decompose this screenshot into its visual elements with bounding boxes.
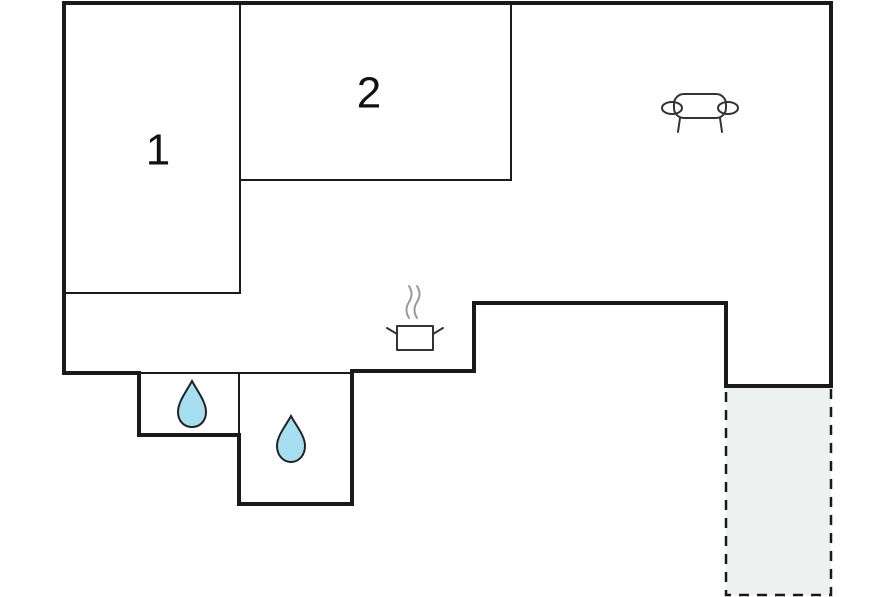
terrace-area — [724, 384, 833, 597]
cooking-pot-icon — [386, 285, 444, 351]
room-label-2: 2 — [357, 69, 381, 118]
water-drop-icon-1 — [176, 378, 208, 429]
bedroom-2-wall — [240, 3, 512, 181]
room-label-1: 1 — [146, 126, 170, 175]
bathroom-wall — [139, 372, 352, 435]
sofa-icon — [661, 93, 739, 133]
water-drop-icon-2 — [275, 413, 307, 464]
bedroom-1-wall — [64, 3, 241, 294]
outer-wall — [62, 1, 833, 506]
